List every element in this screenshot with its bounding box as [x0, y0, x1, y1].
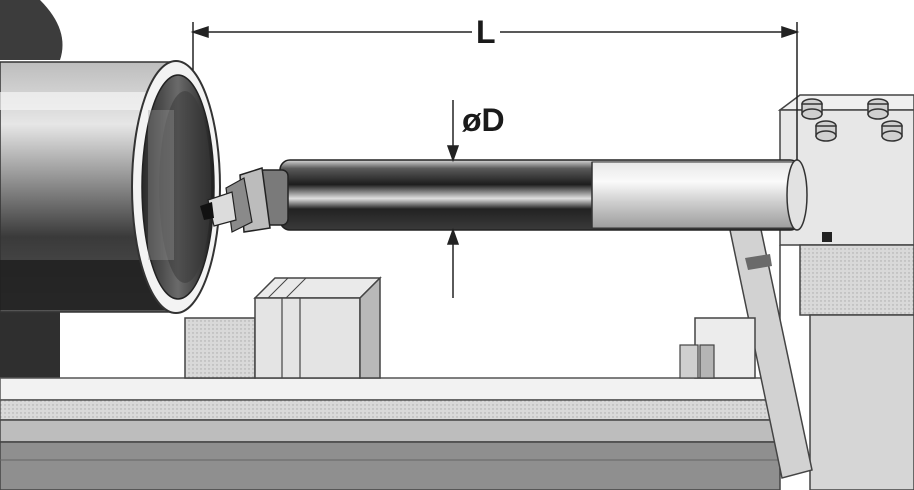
length-label: L	[472, 16, 500, 48]
support-arm	[729, 224, 813, 479]
lathe-bed	[0, 377, 781, 490]
boring-head	[200, 167, 289, 233]
boring-bar	[279, 159, 808, 231]
steady-rest	[184, 276, 382, 379]
spindle-chuck	[0, 0, 63, 380]
diameter-label: øD	[462, 102, 505, 138]
workpiece-tube	[0, 60, 221, 314]
tool-post	[777, 94, 914, 490]
small-clamp-block	[679, 317, 756, 379]
dimension-D	[446, 100, 460, 298]
